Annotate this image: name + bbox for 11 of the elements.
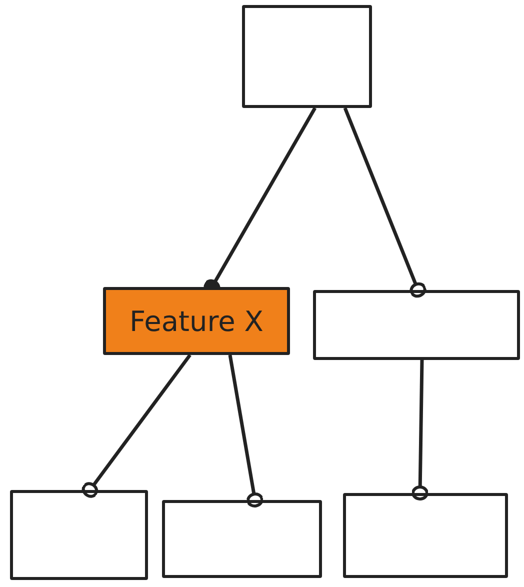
feature-box	[103, 287, 290, 355]
empty-box	[242, 5, 372, 108]
empty-box	[313, 290, 520, 360]
connector-line	[82, 354, 192, 498]
connector-line	[343, 107, 426, 298]
connector-line	[228, 354, 264, 508]
feature-label: Feature X	[130, 304, 264, 338]
empty-box	[162, 500, 322, 578]
connector-line	[412, 360, 428, 500]
empty-box	[10, 490, 148, 580]
empty-box	[343, 493, 508, 578]
